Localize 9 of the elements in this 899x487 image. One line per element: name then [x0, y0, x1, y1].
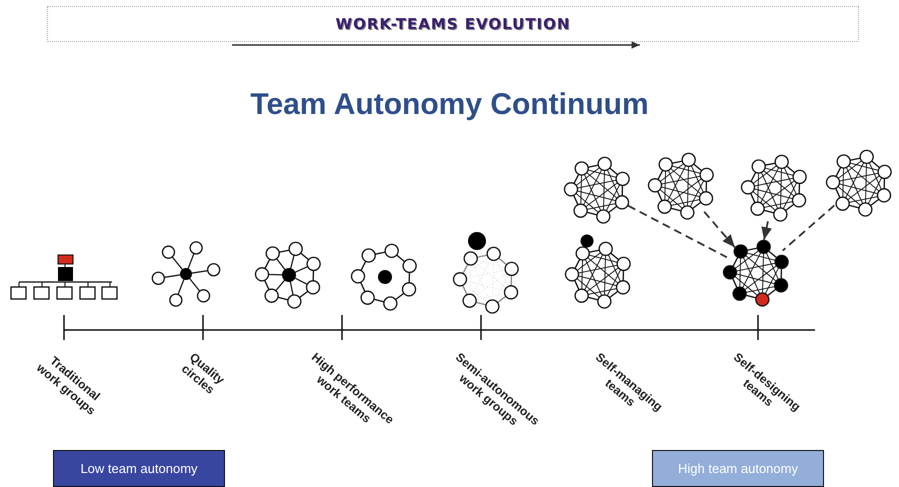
banner-box [47, 6, 859, 42]
dashed-connector [782, 204, 835, 252]
autonomy-box: Low team autonomy [53, 450, 225, 487]
dashed-connector [761, 221, 772, 240]
diagram-title: Team Autonomy Continuum [249, 88, 650, 122]
autonomy-box: High team autonomy [652, 450, 824, 487]
dashed-connector [628, 204, 728, 258]
dashed-connector [704, 211, 736, 248]
banner-title: WORK-TEAMS EVOLUTION [334, 15, 572, 33]
